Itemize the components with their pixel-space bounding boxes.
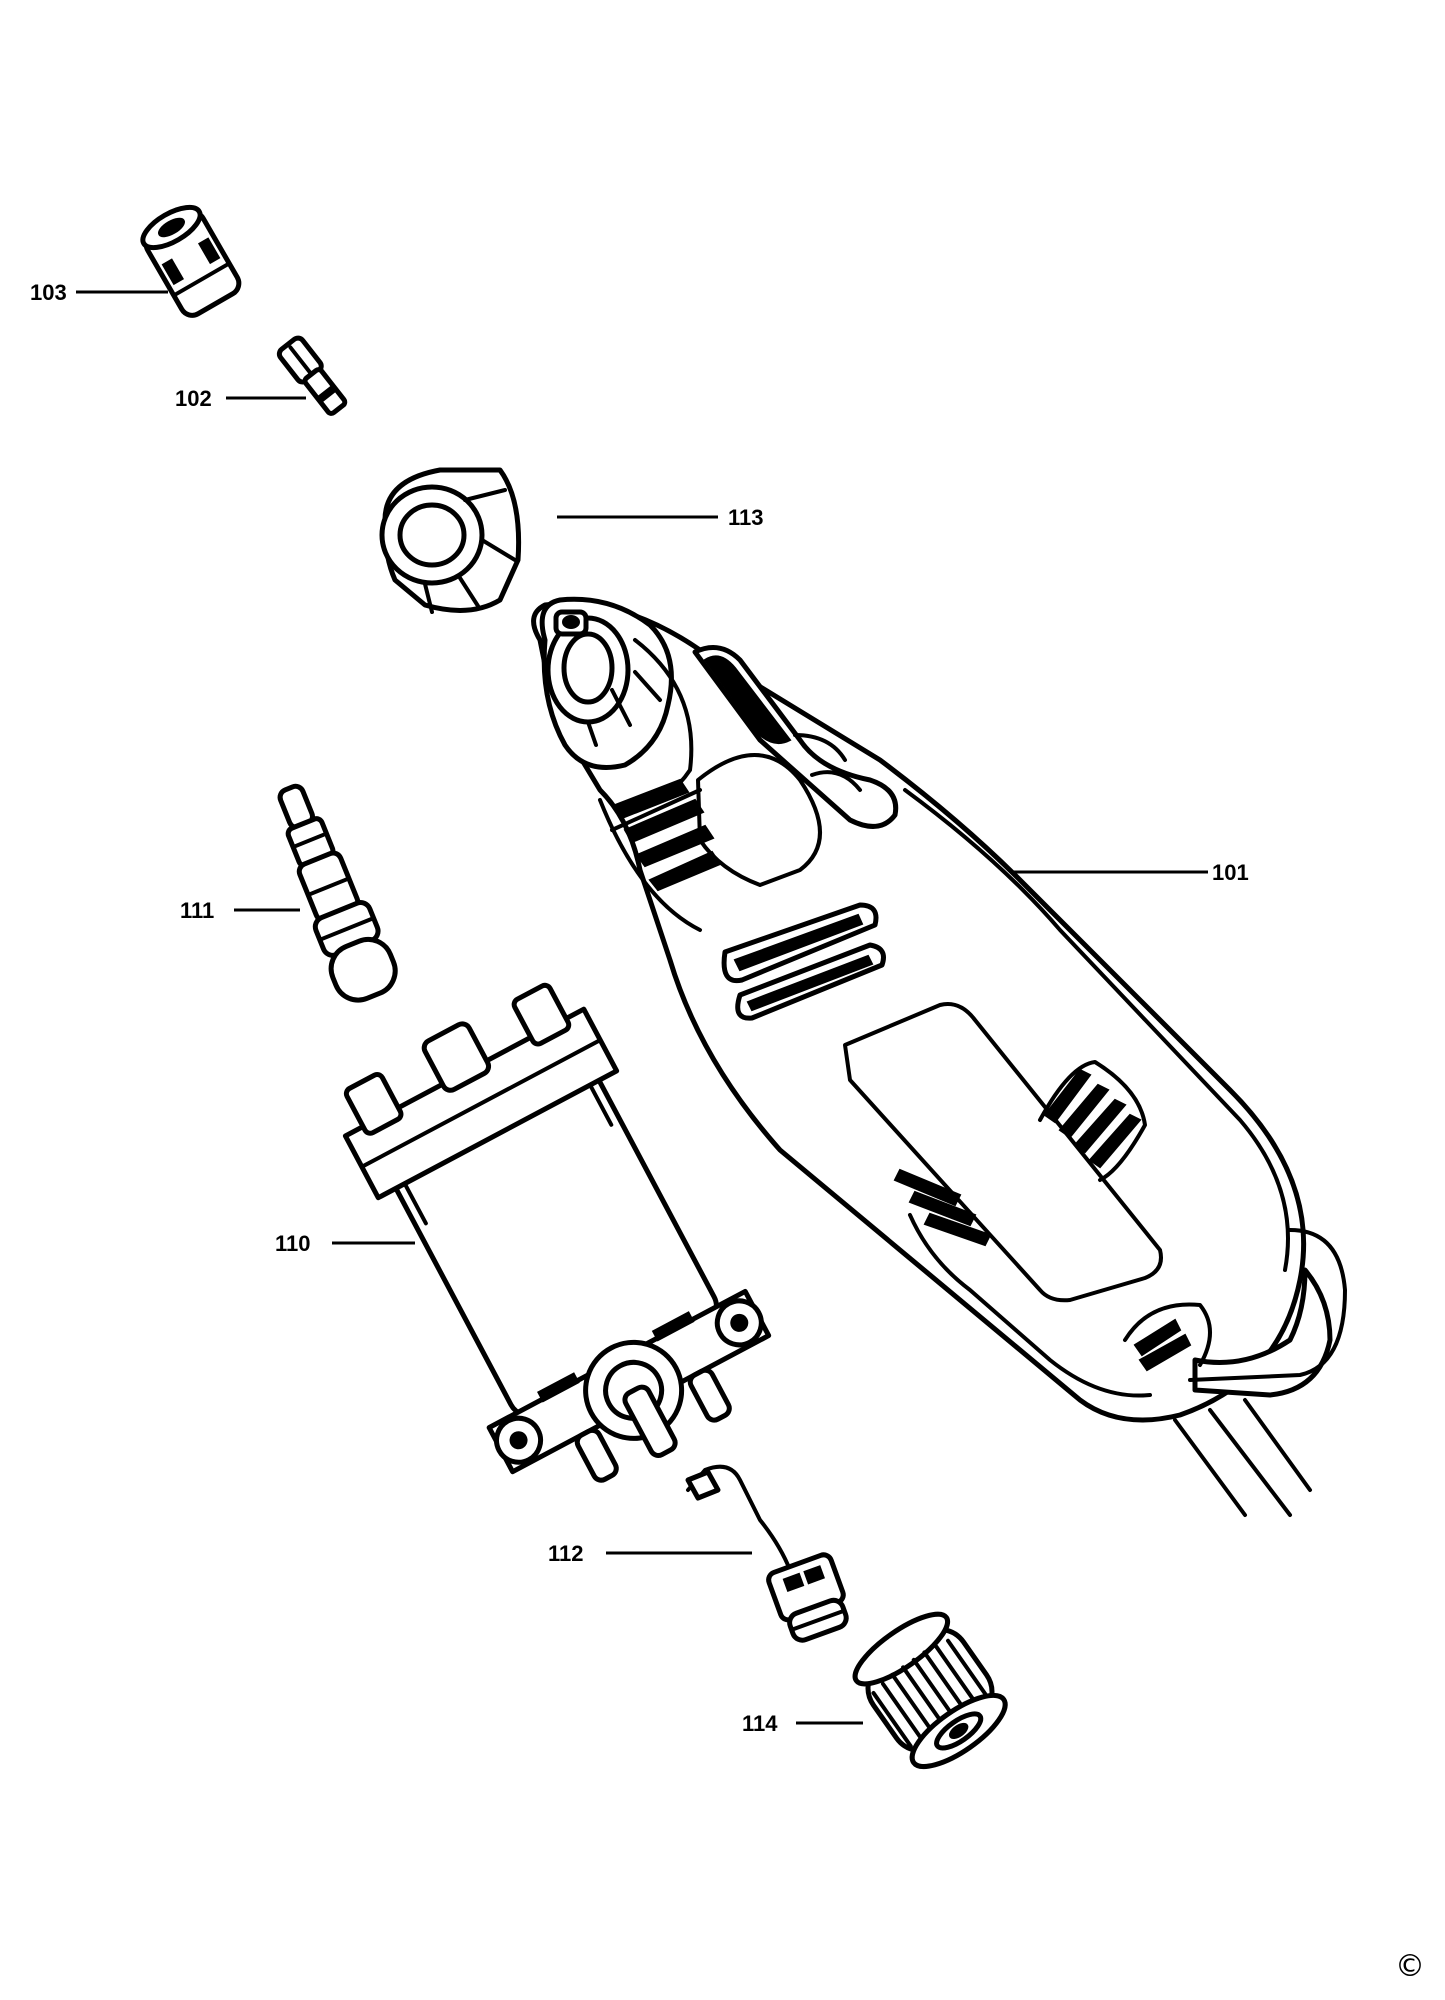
- part-label-101: 101: [1212, 860, 1249, 885]
- part-label-103: 103: [30, 280, 67, 305]
- leader-lines: [76, 290, 1208, 1725]
- motor-icon: [342, 982, 772, 1483]
- switch-module-icon: [685, 1464, 849, 1643]
- collet-icon: [276, 335, 348, 416]
- part-label-114: 114: [742, 1711, 778, 1736]
- part-labels: 103 102 113 101 111 110 112 114: [30, 280, 1249, 1736]
- nose-cap-icon: [379, 467, 522, 614]
- part-label-112: 112: [548, 1541, 584, 1566]
- part-label-102: 102: [175, 386, 212, 411]
- part-label-110: 110: [275, 1231, 311, 1256]
- collet-nut-icon: [140, 204, 242, 318]
- part-label-113: 113: [728, 505, 764, 530]
- part-label-111: 111: [180, 898, 214, 923]
- spindle-shaft-icon: [277, 783, 398, 1003]
- copyright-symbol: ©: [1395, 1949, 1425, 1984]
- speed-dial-icon: [852, 1611, 1008, 1770]
- rotary-tool-housing-icon: [531, 596, 1347, 1517]
